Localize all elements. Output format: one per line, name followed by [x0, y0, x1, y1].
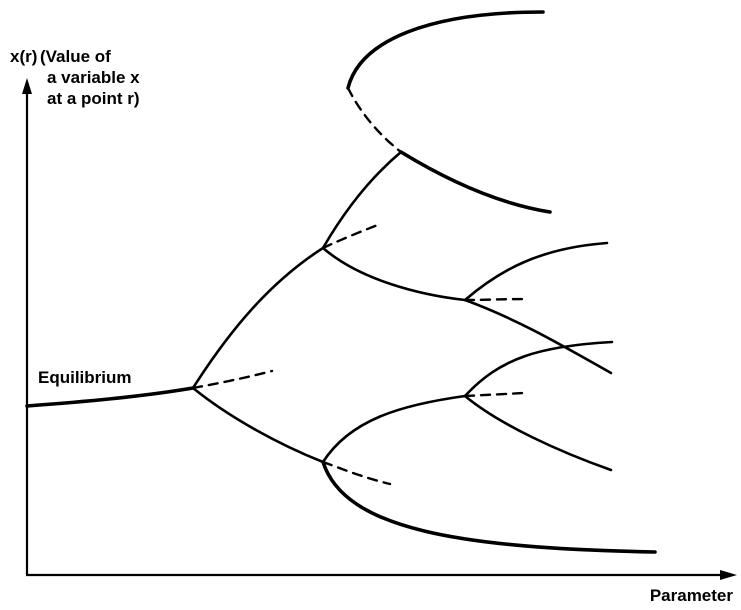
- branch-lower-upper: [321, 394, 467, 464]
- unstable-e-continuation: [463, 391, 526, 398]
- y-axis-description-line-3: at a point r): [47, 89, 140, 108]
- branch-e-lower: [463, 394, 613, 472]
- unstable-lower-continuation: [321, 460, 392, 486]
- x-axis-title: Parameter: [649, 586, 733, 605]
- branch-lower-1: [191, 386, 325, 464]
- equilibrium-branch: [25, 386, 195, 408]
- top-upper-arc: [346, 10, 545, 90]
- branch-upper-upper: [321, 150, 403, 250]
- branch-upper-1: [191, 246, 325, 390]
- unstable-branches: [191, 86, 529, 486]
- y-axis-description-line-1: (Value of: [40, 47, 111, 66]
- stable-branches: [25, 10, 657, 554]
- branch-lower-lower: [321, 460, 657, 554]
- unstable-top-continuation: [346, 86, 403, 154]
- y-axis-title: x(r): [10, 47, 38, 66]
- branch-upper-lower: [321, 246, 467, 302]
- x-axis-arrowhead: [720, 570, 737, 580]
- branch-d-lower: [463, 298, 613, 375]
- axes: [22, 78, 737, 580]
- branch-e-upper: [463, 340, 614, 398]
- y-axis-description-line-2: a variable x: [47, 68, 140, 87]
- equilibrium-label: Equilibrium: [38, 368, 132, 387]
- y-axis-arrowhead: [22, 78, 32, 94]
- branch-d-upper: [463, 241, 609, 302]
- unstable-equilibrium-continuation: [191, 369, 274, 390]
- unstable-upper-continuation: [321, 222, 382, 250]
- unstable-d-continuation: [463, 297, 529, 302]
- top-lower-arc: [399, 150, 552, 214]
